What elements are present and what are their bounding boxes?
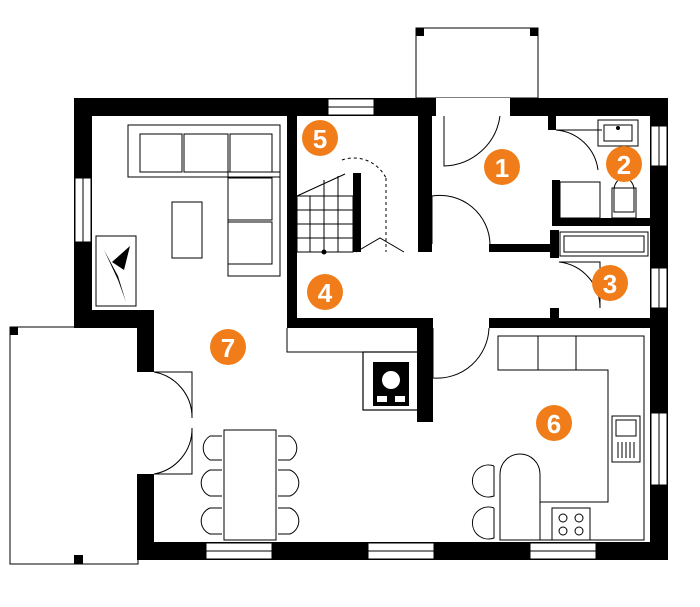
room-marker-7: 7	[210, 329, 246, 365]
armchair-icon	[95, 235, 137, 307]
coffee-table-icon	[171, 201, 203, 259]
room-marker-5-label: 5	[313, 124, 327, 154]
interior-walls	[287, 116, 650, 422]
room-marker-6: 6	[536, 405, 572, 441]
kitchen-counter	[497, 335, 645, 541]
room-marker-1-label: 1	[495, 153, 509, 183]
room-marker-3: 3	[592, 265, 628, 301]
entrance-door-opening	[436, 98, 510, 116]
terrace	[9, 326, 139, 565]
chair-icon	[472, 464, 495, 540]
windows	[74, 98, 668, 560]
terrace-post-bottom	[74, 555, 83, 564]
room-marker-2-label: 2	[617, 150, 631, 180]
boiler-icon	[362, 351, 420, 411]
chair-icon	[200, 435, 300, 535]
washbasin-icon	[597, 119, 639, 147]
room-marker-3-label: 3	[603, 269, 617, 299]
room-marker-2: 2	[606, 146, 642, 182]
stove-icon	[551, 507, 591, 541]
door-swing-icon	[153, 115, 602, 475]
room-markers: 1 2 3 4 5 6 7	[210, 120, 642, 441]
wc-cabinet	[559, 181, 601, 219]
corridor-cabinet	[286, 328, 363, 353]
kitchen-island	[499, 453, 541, 541]
exterior-walls	[74, 98, 668, 560]
staircase-icon	[296, 157, 405, 255]
terrace-post-top	[10, 327, 18, 335]
dining-table-icon	[223, 429, 277, 541]
room-marker-4: 4	[307, 274, 343, 310]
room-marker-7-label: 7	[221, 333, 235, 363]
window-sashes	[82, 106, 660, 552]
room-marker-1: 1	[484, 149, 520, 185]
room-marker-5: 5	[302, 120, 338, 156]
stair-wall	[353, 173, 361, 252]
sofa-icon	[127, 124, 281, 277]
sink-icon	[611, 415, 641, 463]
entrance-porch	[415, 27, 539, 99]
room-marker-4-label: 4	[318, 278, 333, 308]
bathtub-icon	[559, 231, 649, 257]
toilet-icon	[611, 177, 637, 219]
terrace-door-opening	[137, 372, 154, 474]
room-marker-6-label: 6	[547, 409, 561, 439]
